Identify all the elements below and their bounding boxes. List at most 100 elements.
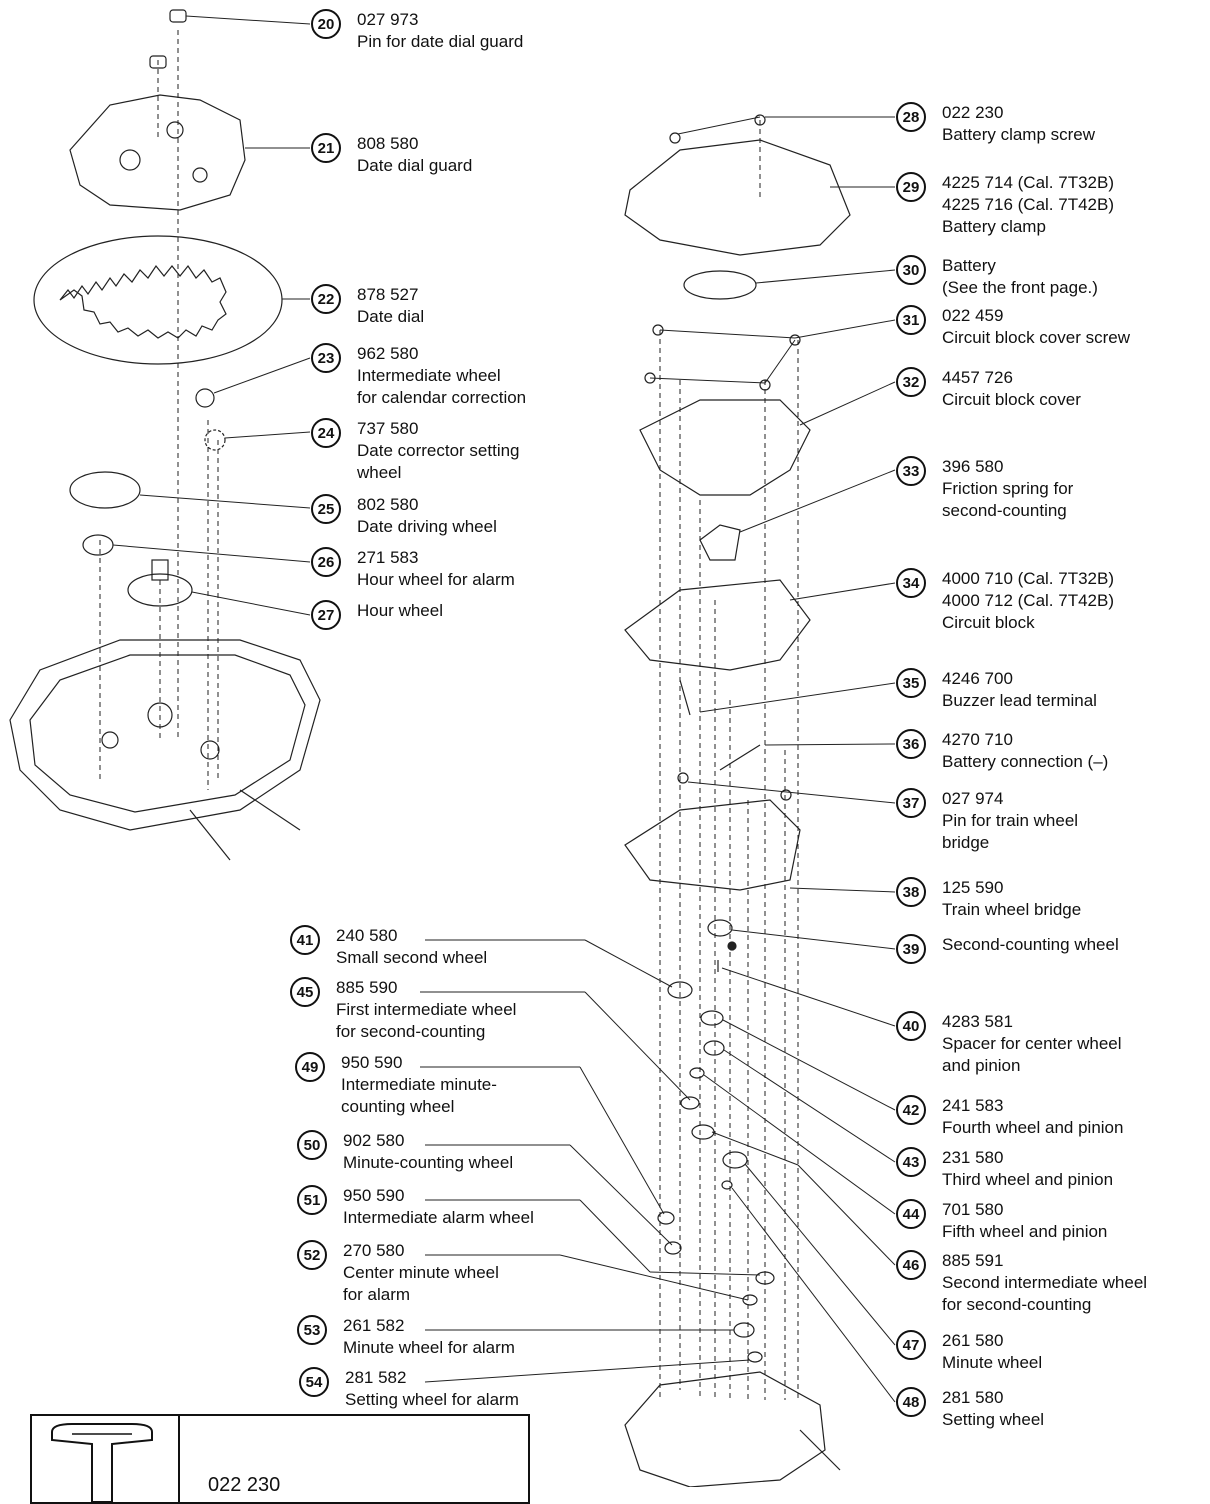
- part-description-line: 902 580: [343, 1131, 405, 1150]
- part-number: 21: [311, 133, 341, 163]
- part-number: 54: [299, 1367, 329, 1397]
- part-description: Battery(See the front page.): [942, 255, 1098, 299]
- part-description-line: Pin for train wheel: [942, 811, 1079, 830]
- part-description-line: Circuit block cover: [942, 390, 1081, 409]
- part-description-line: 022 459: [942, 306, 1004, 325]
- part-description-line: bridge: [942, 833, 990, 852]
- part-description-line: Date corrector setting: [357, 441, 520, 460]
- part-number: 35: [896, 668, 926, 698]
- part-description-line: 885 590: [336, 978, 398, 997]
- part-description-line: Battery clamp: [942, 217, 1046, 236]
- part-description-line: 027 974: [942, 789, 1004, 808]
- part-description-line: 885 591: [942, 1251, 1004, 1270]
- part-number: 38: [896, 877, 926, 907]
- part-description-line: Hour wheel for alarm: [357, 570, 515, 589]
- part-description-line: 4283 581: [942, 1012, 1013, 1031]
- part-description-line: wheel: [357, 463, 402, 482]
- reference-code: 022 230: [208, 1474, 281, 1496]
- part-description-line: Battery: [942, 256, 996, 275]
- part-description-line: Hour wheel: [357, 601, 443, 620]
- part-description-line: 802 580: [357, 495, 419, 514]
- part-description-line: 027 973: [357, 10, 419, 29]
- part-description-line: Minute-counting wheel: [343, 1153, 514, 1172]
- part-description-line: 270 580: [343, 1241, 405, 1260]
- part-description-line: Minute wheel for alarm: [343, 1338, 515, 1357]
- part-description-line: 281 580: [942, 1388, 1004, 1407]
- part-description: Second-counting wheel: [942, 934, 1119, 956]
- part-description-line: 281 582: [345, 1368, 407, 1387]
- part-description-line: First intermediate wheel: [336, 1000, 517, 1019]
- part-number: 37: [896, 788, 926, 818]
- part-description-line: 271 583: [357, 548, 419, 567]
- part-number: 50: [297, 1130, 327, 1160]
- part-description-line: Third wheel and pinion: [942, 1170, 1114, 1189]
- part-description-line: Minute wheel: [942, 1353, 1043, 1372]
- part-description-line: 878 527: [357, 285, 419, 304]
- part-description-line: Setting wheel for alarm: [345, 1390, 519, 1409]
- part-description-line: 4270 710: [942, 730, 1013, 749]
- part-description-line: Intermediate alarm wheel: [343, 1208, 534, 1227]
- part-description-line: 022 230: [942, 103, 1004, 122]
- part-description: Hour wheel: [357, 600, 443, 622]
- part-number: 31: [896, 305, 926, 335]
- part-description-line: 125 590: [942, 878, 1004, 897]
- part-number: 20: [311, 9, 341, 39]
- part-description-line: Battery clamp screw: [942, 125, 1096, 144]
- part-number: 26: [311, 547, 341, 577]
- part-description-line: 261 580: [942, 1331, 1004, 1350]
- part-description-line: Circuit block cover screw: [942, 328, 1130, 347]
- part-number: 24: [311, 418, 341, 448]
- part-number: 53: [297, 1315, 327, 1345]
- part-description-line: for second-counting: [942, 1295, 1092, 1314]
- part-description-line: Date dial guard: [357, 156, 473, 175]
- part-description-line: for alarm: [343, 1285, 411, 1304]
- part-number: 46: [896, 1250, 926, 1280]
- part-description-line: 808 580: [357, 134, 419, 153]
- part-number: 25: [311, 494, 341, 524]
- part-description-line: 231 580: [942, 1148, 1004, 1167]
- part-number: 40: [896, 1011, 926, 1041]
- part-description: 4225 714 (Cal. 7T32B)4225 716 (Cal. 7T42…: [942, 172, 1114, 238]
- part-description-line: Small second wheel: [336, 948, 488, 967]
- part-number: 45: [290, 977, 320, 1007]
- part-description-line: and pinion: [942, 1056, 1021, 1075]
- part-number: 30: [896, 255, 926, 285]
